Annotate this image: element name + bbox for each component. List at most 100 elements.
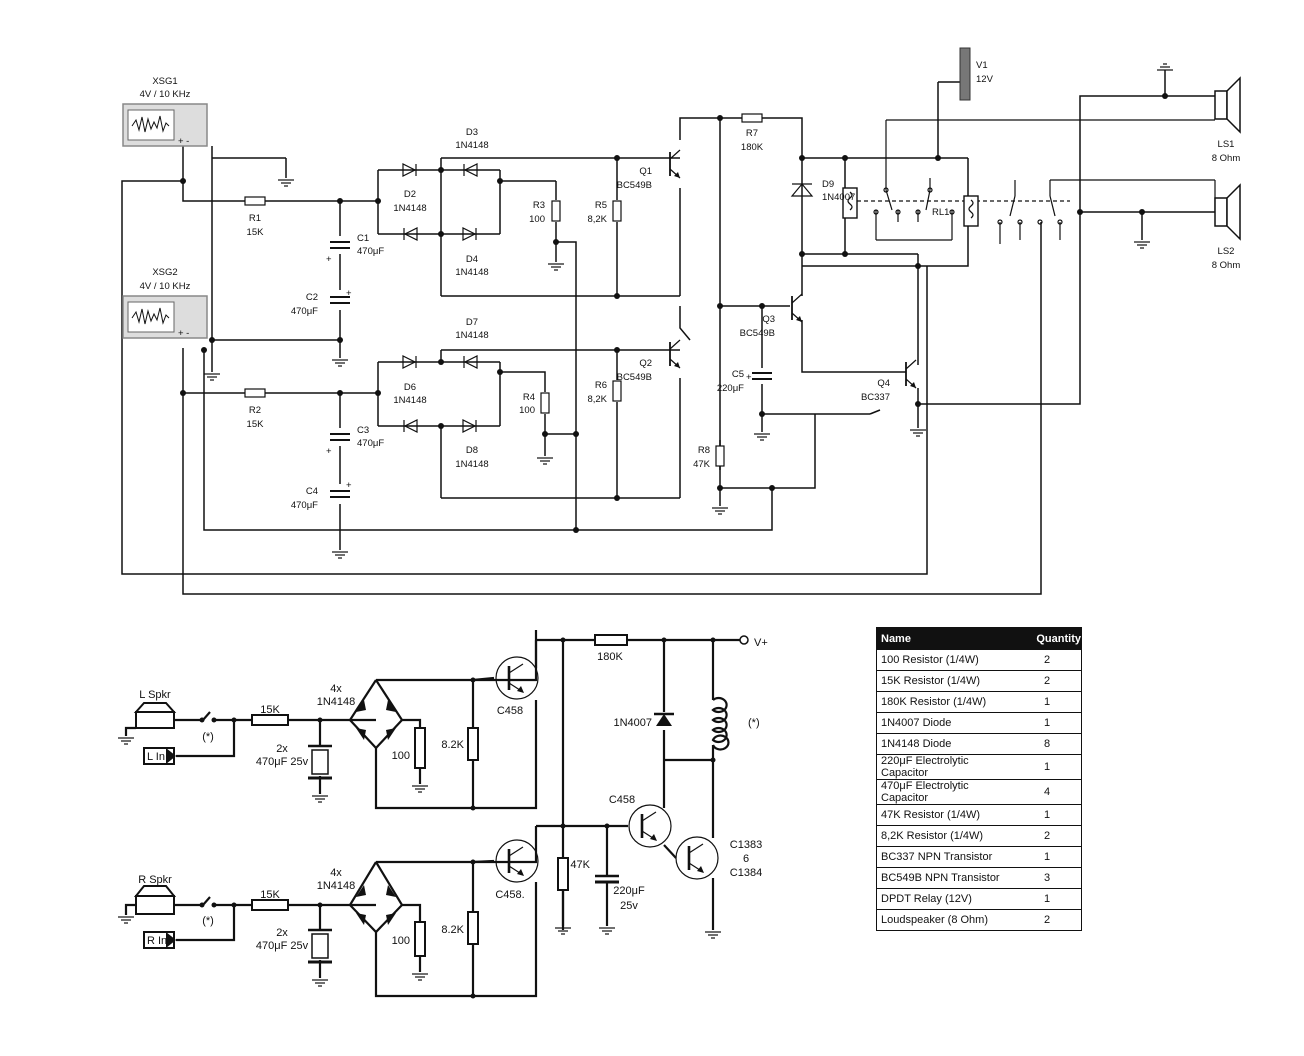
part-name: 470μF Electrolytic Capacitor	[876, 779, 1013, 805]
d9-name: D9	[822, 179, 834, 190]
q4-name: Q4	[877, 378, 890, 389]
part-name: 47K Resistor (1/4W)	[876, 804, 1013, 826]
part-quantity: 3	[1013, 867, 1082, 889]
l-bridge-val: 1N4148	[317, 696, 356, 708]
c5-plus: +	[746, 372, 752, 383]
l-spkr-label: L Spkr	[139, 689, 171, 701]
r-bridge-val: 1N4148	[317, 880, 356, 892]
t2-label: C458.	[495, 889, 524, 901]
header-name: Name	[876, 627, 1013, 650]
xsg1-name: XSG1	[152, 76, 177, 87]
c4-plus: +	[346, 480, 352, 491]
d6-name: D6	[404, 382, 416, 393]
table-row: 15K Resistor (1/4W)2	[876, 670, 1082, 692]
r1-value: 15K	[247, 227, 265, 238]
r2-value: 15K	[247, 419, 265, 430]
r3-name: R3	[533, 200, 545, 211]
l-15k: 15K	[260, 704, 280, 716]
r7-name: R7	[746, 128, 758, 139]
c3-value: 470μF	[357, 438, 384, 449]
part-name: 1N4148 Diode	[876, 733, 1013, 755]
d2-name: D2	[404, 189, 416, 200]
c1-plus: +	[326, 254, 332, 265]
c5-name: C5	[732, 369, 744, 380]
r8-value: 47K	[693, 459, 711, 470]
r-82k: 8.2K	[441, 924, 464, 936]
simplified-labels: V+ L Spkr R Spkr L In R In (*) (*) 15K 1…	[138, 637, 768, 952]
r-speaker-icon	[135, 895, 175, 915]
l-cap-qty: 2x	[276, 743, 288, 755]
c5-value: 220μF	[717, 383, 744, 394]
r5-value: 8,2K	[587, 214, 607, 225]
q3-name: Q3	[762, 314, 775, 325]
part-quantity: 1	[1013, 691, 1082, 713]
r-15k: 15K	[260, 889, 280, 901]
v1-name: V1	[976, 60, 988, 71]
t4b-label: 6	[743, 853, 749, 865]
d7-name: D7	[466, 317, 478, 328]
l-speaker-icon	[135, 711, 175, 729]
d7-value: 1N4148	[455, 330, 488, 341]
r180k-label: 180K	[597, 651, 623, 663]
l-100: 100	[392, 750, 410, 762]
c2-name: C2	[306, 292, 318, 303]
parts-list-header: Name Quantity	[876, 627, 1082, 650]
d6-value: 1N4148	[393, 395, 426, 406]
top-schematic-wires	[121, 70, 1216, 595]
r7-value: 180K	[741, 142, 764, 153]
part-quantity: 2	[1013, 670, 1082, 692]
xsg1-generator	[122, 103, 208, 147]
table-row: 47K Resistor (1/4W)1	[876, 804, 1082, 826]
header-quantity: Quantity	[1013, 627, 1082, 650]
part-quantity: 8	[1013, 733, 1082, 755]
c4-name: C4	[306, 486, 318, 497]
d3-value: 1N4148	[455, 140, 488, 151]
q2-value: BC549B	[617, 372, 652, 383]
c220-label: 220μF	[613, 885, 645, 897]
l-bridge-qty: 4x	[330, 683, 342, 695]
r-spkr-label: R Spkr	[138, 874, 172, 886]
r3-value: 100	[529, 214, 545, 225]
part-quantity: 2	[1013, 649, 1082, 671]
q1-value: BC549B	[617, 180, 652, 191]
q2-name: Q2	[639, 358, 652, 369]
r4-value: 100	[519, 405, 535, 416]
part-name: 220μF Electrolytic Capacitor	[876, 754, 1013, 780]
part-name: Loudspeaker (8 Ohm)	[876, 909, 1013, 931]
xsg2-spec: 4V / 10 KHz	[140, 281, 191, 292]
q3-value: BC549B	[740, 328, 775, 339]
c2-value: 470μF	[291, 306, 318, 317]
d4-value: 1N4148	[455, 267, 488, 278]
c220v-label: 25v	[620, 900, 638, 912]
r8-name: R8	[698, 445, 710, 456]
ls2-value: 8 Ohm	[1212, 260, 1241, 271]
coil-star: (*)	[748, 717, 760, 729]
c3-plus: +	[326, 446, 332, 457]
part-quantity: 2	[1013, 825, 1082, 847]
q1-name: Q1	[639, 166, 652, 177]
d8-value: 1N4148	[455, 459, 488, 470]
r-cap-qty: 2x	[276, 927, 288, 939]
top-junction-dots	[180, 93, 1168, 533]
vplus-label: V+	[754, 637, 768, 649]
r47k-label: 47K	[570, 859, 590, 871]
d3-name: D3	[466, 127, 478, 138]
part-quantity: 2	[1013, 909, 1082, 931]
ls1-value: 8 Ohm	[1212, 153, 1241, 164]
part-name: DPDT Relay (12V)	[876, 888, 1013, 910]
ls1-name: LS1	[1218, 139, 1235, 150]
xsg2-generator	[122, 295, 208, 339]
table-row: 8,2K Resistor (1/4W)2	[876, 825, 1082, 847]
part-name: BC549B NPN Transistor	[876, 867, 1013, 889]
v1-value: 12V	[976, 74, 994, 85]
r6-name: R6	[595, 380, 607, 391]
simplified-components	[117, 634, 749, 999]
part-quantity: 1	[1013, 888, 1082, 910]
table-row: Loudspeaker (8 Ohm)2	[876, 909, 1082, 931]
